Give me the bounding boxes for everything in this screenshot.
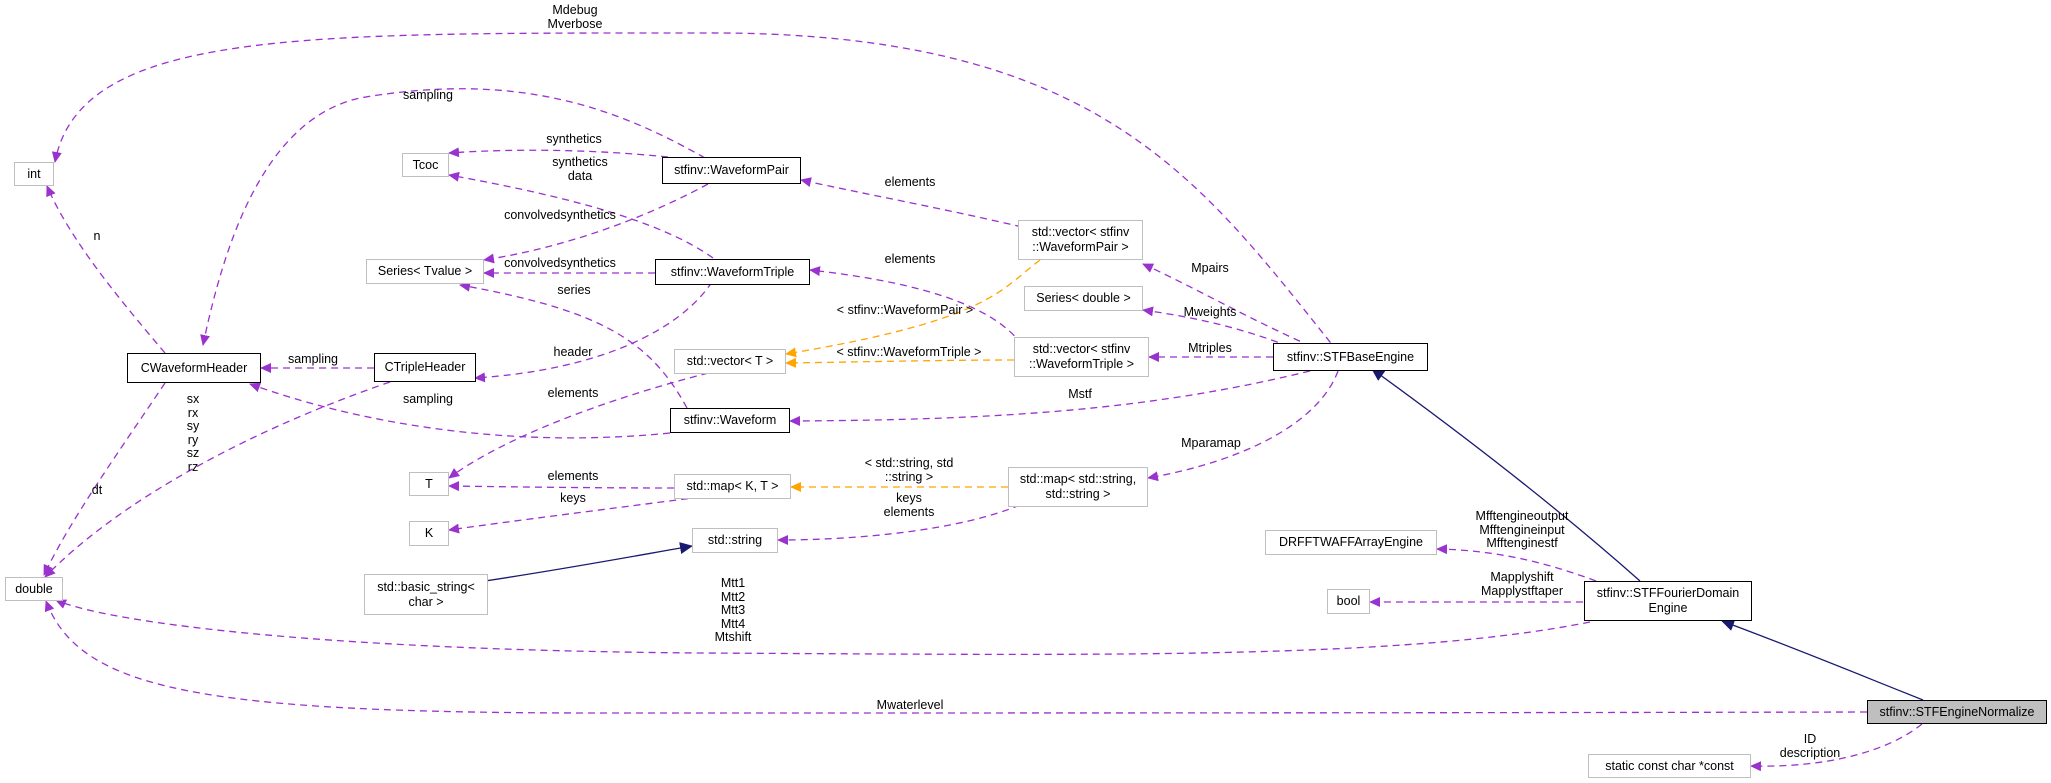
node-string[interactable]: std::string xyxy=(692,528,778,553)
edge-dt xyxy=(43,382,166,576)
edge-inherit-base xyxy=(1371,368,1641,582)
node-map-kt[interactable]: std::map< K, T > xyxy=(674,474,791,499)
edge-id-desc xyxy=(1750,723,1923,772)
label-dt: dt xyxy=(91,483,103,497)
node-waveform[interactable]: stfinv::Waveform xyxy=(670,408,790,433)
edge-mtt xyxy=(55,599,1591,656)
edge-synthetics-data xyxy=(448,171,714,259)
label-mdebug: Mdebug Mverbose xyxy=(547,3,603,31)
label-mtt: Mtt1 Mtt2 Mtt3 Mtt4 Mtshift xyxy=(714,576,752,644)
edge-sampling-top xyxy=(200,88,706,346)
edge-elements-triple xyxy=(809,266,1023,346)
label-mweights: Mweights xyxy=(1183,305,1237,319)
edge-elements-map xyxy=(448,481,675,492)
label-mtriples: Mtriples xyxy=(1188,341,1232,355)
label-n: n xyxy=(93,229,101,243)
label-tpl-string: < std::string, std ::string > xyxy=(864,456,954,484)
node-vector-pair[interactable]: std::vector< stfinv ::WaveformPair > xyxy=(1018,220,1143,260)
node-k[interactable]: K xyxy=(409,521,449,546)
label-sampling-top: sampling xyxy=(402,88,454,102)
edge-sampling-wf xyxy=(249,382,671,439)
label-keys: keys xyxy=(560,491,586,505)
node-waveform-triple[interactable]: stfinv::WaveformTriple xyxy=(655,259,810,285)
node-bool[interactable]: bool xyxy=(1327,589,1370,614)
node-base-engine[interactable]: stfinv::STFBaseEngine xyxy=(1273,343,1428,371)
node-vector-t[interactable]: std::vector< T > xyxy=(674,349,786,374)
edge-inherit-string xyxy=(477,542,693,583)
label-mapply: Mapplyshift Mapplystftaper xyxy=(1481,570,1563,598)
node-vector-triple[interactable]: std::vector< stfinv ::WaveformTriple > xyxy=(1014,337,1149,377)
label-series: series xyxy=(557,283,591,297)
edge-header xyxy=(474,281,713,383)
label-mfft: Mfftengineoutput Mfftengineinput Mffteng… xyxy=(1475,509,1569,550)
node-fourier-engine[interactable]: stfinv::STFFourierDomain Engine xyxy=(1584,581,1752,621)
edge-mdebug xyxy=(51,32,1339,353)
edge-tpl-triple xyxy=(785,357,1015,368)
node-drfft[interactable]: DRFFTWAFFArrayEngine xyxy=(1265,530,1437,555)
node-series-tvalue[interactable]: Series< Tvalue > xyxy=(366,259,484,284)
label-synthetics: synthetics xyxy=(546,132,602,146)
label-elements-map: elements xyxy=(547,469,599,483)
node-map-string[interactable]: std::map< std::string, std::string > xyxy=(1008,467,1148,507)
node-tcoc[interactable]: Tcoc xyxy=(402,153,449,177)
label-tpl-triple: < stfinv::WaveformTriple > xyxy=(836,345,982,359)
label-keys-elements: keys elements xyxy=(883,491,935,519)
edge-series xyxy=(459,281,688,409)
label-convolved-2: convolvedsynthetics xyxy=(504,256,616,270)
edge-keys-elements xyxy=(777,504,1021,545)
label-id-desc: ID description xyxy=(1779,732,1841,760)
label-sampling-ct: sampling xyxy=(287,352,339,366)
label-mpairs: Mpairs xyxy=(1191,261,1229,275)
node-basic-string[interactable]: std::basic_string< char > xyxy=(364,574,488,615)
edge-n xyxy=(46,185,166,354)
label-mstf: Mstf xyxy=(1068,387,1092,401)
label-elements-vt: elements xyxy=(547,386,599,400)
edge-elements-pair xyxy=(800,177,1023,228)
edge-mfft xyxy=(1436,544,1597,582)
label-elements-triple: elements xyxy=(884,252,936,266)
node-double[interactable]: double xyxy=(5,577,63,601)
label-convolved-1: convolvedsynthetics xyxy=(504,208,616,222)
node-t[interactable]: T xyxy=(409,472,449,496)
edge-inherit-fourier xyxy=(1721,619,1924,701)
node-waveform-pair[interactable]: stfinv::WaveformPair xyxy=(662,157,801,184)
label-tpl-pair: < stfinv::WaveformPair > xyxy=(836,303,974,317)
edge-keys xyxy=(448,496,701,534)
edge-sx-rz xyxy=(44,381,391,578)
node-ctriple-header[interactable]: CTripleHeader xyxy=(374,353,476,382)
edge-mpairs xyxy=(1142,263,1323,352)
edge-synthetics xyxy=(448,147,669,158)
label-header: header xyxy=(553,345,593,359)
node-int[interactable]: int xyxy=(14,162,54,186)
node-cwaveform-header[interactable]: CWaveformHeader xyxy=(127,353,261,383)
label-synthetics-data: synthetics data xyxy=(552,155,608,183)
label-sx-rz: sx rx sy ry sz rz xyxy=(186,392,200,474)
label-mparamap: Mparamap xyxy=(1181,436,1241,450)
node-static-const[interactable]: static const char *const xyxy=(1588,754,1751,778)
edge-elements-vt xyxy=(448,369,721,479)
edge-mwaterlevel xyxy=(44,600,1868,714)
node-normalize-engine[interactable]: stfinv::STFEngineNormalize xyxy=(1867,700,2047,724)
edge-mparamap xyxy=(1147,370,1339,482)
label-mwaterlevel: Mwaterlevel xyxy=(876,698,944,712)
edge-mstf xyxy=(789,370,1311,426)
label-elements-pair: elements xyxy=(884,175,936,189)
node-series-double[interactable]: Series< double > xyxy=(1024,286,1143,311)
label-sampling-wf: sampling xyxy=(402,392,454,406)
edge-tpl-pair xyxy=(785,259,1041,358)
